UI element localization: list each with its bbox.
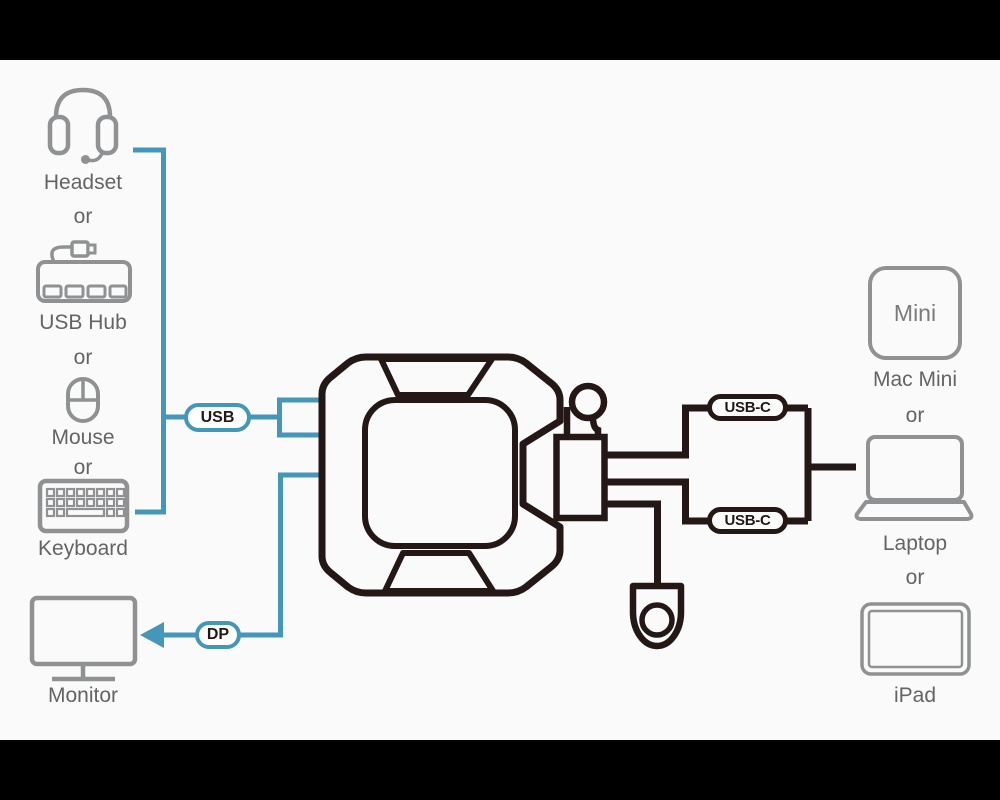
usb-badge: USB [184,403,251,432]
headset-icon [47,87,119,164]
or-separator: or [73,205,93,228]
dp-badge-text: DP [206,626,230,643]
monitor-label: Monitor [47,684,119,707]
or-separator: or [905,566,925,589]
usb-hub-label: USB Hub [39,311,127,334]
top-frame-band [0,0,1000,60]
usb-hub-icon [36,240,132,303]
remote-cable-line [605,500,661,588]
or-separator: or [73,346,93,369]
mouse-label: Mouse [51,426,115,449]
ipad-icon [860,602,971,676]
dp-badge: DP [195,621,241,649]
monitor-icon [29,595,138,682]
kvm-switch-device [318,353,608,597]
usbc-badge-bottom: USB-C [707,507,788,534]
kvm-bottom-grip [382,550,496,594]
mac-mini-icon [868,266,962,360]
kvm-top-panel [362,397,518,549]
remote-switch-button [629,582,685,650]
mac-mini-label: Mac Mini [872,368,958,391]
cable-loop [563,382,608,437]
dp-cable-line [162,472,322,638]
usb-bracket-line [277,397,322,438]
kvm-top-grip [378,356,495,398]
usb-connector-plug [553,433,608,522]
remote-button-circle [639,602,675,638]
mouse-icon [66,377,100,423]
keyboard-icon [37,478,130,534]
peripheral-cable-lines [133,147,322,638]
usbc-badge-top-text: USB-C [724,399,771,416]
laptop-label: Laptop [882,532,948,555]
mini-badge-text: Mini [893,300,937,326]
usb-badge-text: USB [200,408,235,426]
bottom-frame-band [0,740,1000,800]
or-separator: or [905,404,925,427]
usbc-badge-bottom-text: USB-C [724,512,771,529]
usb-trunk-line [133,147,166,515]
or-separator: or [73,456,93,479]
usbc-cable-lines [605,404,856,588]
headset-label: Headset [43,171,123,194]
usbc-badge-top: USB-C [707,394,788,421]
ipad-label: iPad [893,684,937,707]
laptop-icon [854,435,974,521]
keyboard-label: Keyboard [38,537,128,560]
dp-arrow-icon [140,622,164,648]
